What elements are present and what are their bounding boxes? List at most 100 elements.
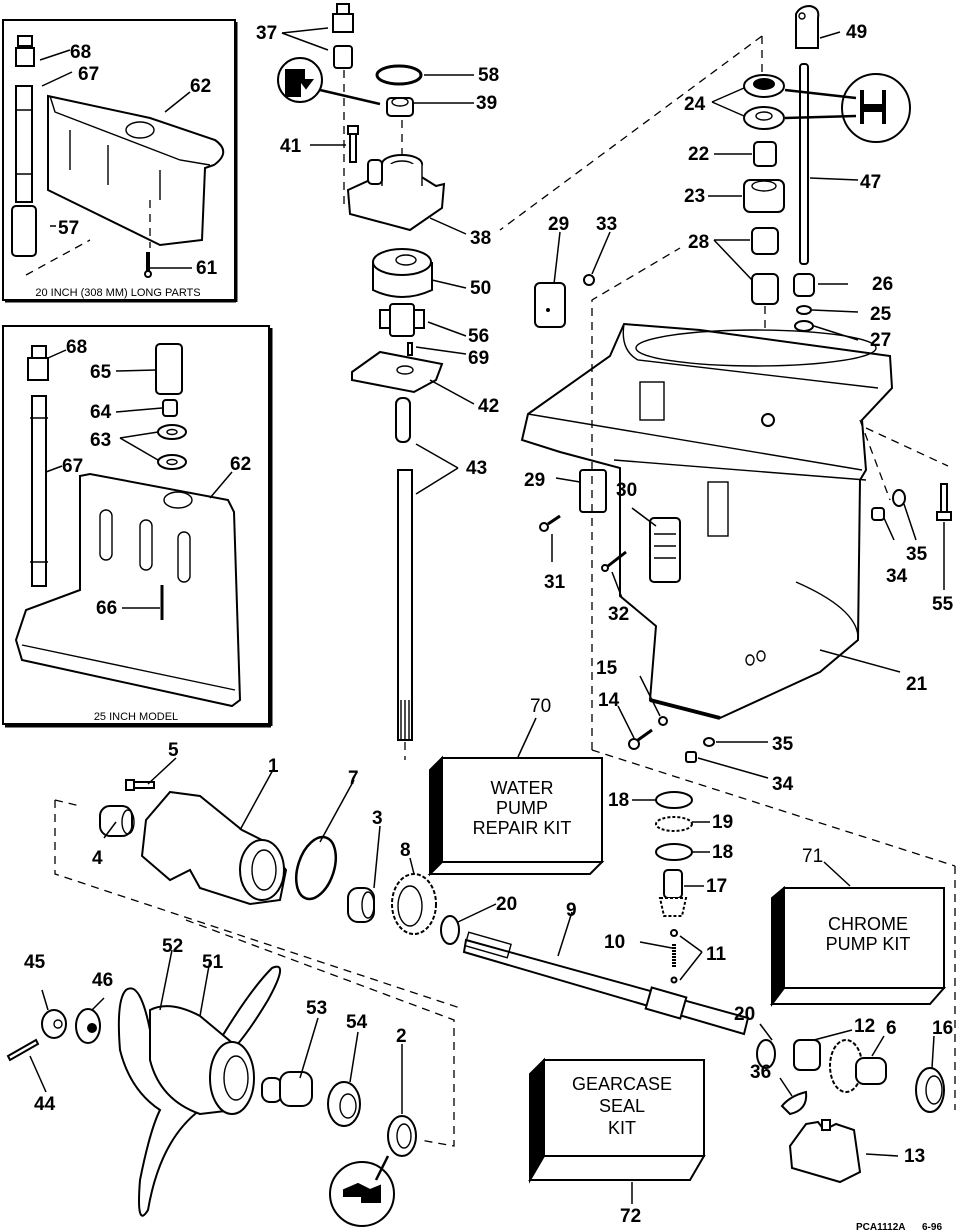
callout-37: 37 [256, 23, 277, 44]
part-54-thrust-washer [327, 1081, 361, 1127]
callout-10: 10 [604, 932, 625, 953]
callout-55: 55 [932, 594, 954, 615]
part-55-bolt [936, 483, 952, 521]
seal-orientation-detail-icon [277, 57, 381, 106]
part-11-ball [670, 929, 678, 937]
callout-9: 9 [566, 900, 577, 921]
callout-41: 41 [280, 136, 302, 157]
part-18-washer [655, 791, 693, 809]
seal-lip-detail-icon [784, 73, 911, 143]
callout-20: 20 [496, 894, 517, 915]
drawing-date: 6-96 [922, 1222, 942, 1232]
callout-38: 38 [470, 228, 491, 249]
part-15-washer [658, 716, 668, 726]
part-26-bushing [793, 273, 815, 297]
callout-35: 35 [906, 544, 928, 565]
callout-68: 68 [70, 42, 91, 63]
part-41-bolt [347, 125, 359, 163]
part-27-grommet [794, 320, 814, 332]
part-39-seal [386, 97, 414, 117]
kit-72-gearcase-seal: 72 GEARCASE SEAL KIT [528, 1057, 706, 1227]
part-68-fitting [15, 35, 35, 67]
part-28-bearing-lower [751, 273, 779, 305]
part-47-shift-rod [799, 63, 809, 265]
part-29-anode-lower [579, 469, 607, 513]
part-28-bearing-upper [751, 227, 779, 255]
seal-orientation-detail-icon [329, 1155, 395, 1227]
callout-13: 13 [904, 1146, 925, 1167]
callout-58: 58 [478, 65, 499, 86]
part-34-plug-lower [685, 751, 697, 763]
callout-49: 49 [846, 22, 867, 43]
callout-35: 35 [772, 734, 794, 755]
part-21-gearcase-housing [520, 322, 894, 720]
callout-8: 8 [400, 840, 411, 861]
callout-46: 46 [92, 970, 113, 991]
callout-27: 27 [870, 330, 891, 351]
part-56-impeller [379, 303, 425, 337]
kit-label-line: KIT [608, 1118, 636, 1138]
part-51-propeller [117, 965, 281, 1217]
callout-72: 72 [620, 1206, 641, 1227]
part-7-o-ring [294, 835, 338, 901]
water-pump-assembly: 37 58 39 41 38 50 56 69 42 43 [256, 3, 499, 760]
part-67-water-tube [15, 85, 33, 203]
callout-21: 21 [906, 674, 928, 695]
part-24-seals [743, 74, 785, 130]
callout-51: 51 [202, 952, 224, 973]
part-68-fitting [27, 345, 49, 381]
callout-62: 62 [230, 454, 251, 475]
callout-70: 70 [530, 696, 551, 717]
callout-30: 30 [616, 480, 637, 501]
part-33-washer [583, 274, 595, 286]
callout-11: 11 [706, 944, 727, 965]
callout-42: 42 [478, 396, 499, 417]
kit-label-line: PUMP KIT [826, 934, 911, 954]
callout-18: 18 [608, 790, 629, 811]
part-36-retainer [780, 1090, 808, 1116]
part-43-driveshaft [395, 397, 413, 741]
part-20-washer [440, 915, 460, 945]
part-31-screw [539, 514, 561, 532]
callout-65: 65 [90, 362, 112, 383]
callout-67: 67 [62, 456, 83, 477]
callout-16: 16 [932, 1018, 953, 1039]
callout-50: 50 [470, 278, 491, 299]
part-67-water-tube [30, 395, 48, 587]
callout-47: 47 [860, 172, 881, 193]
kit-label-line: GEARCASE [572, 1074, 672, 1094]
part-18-washer [655, 843, 693, 861]
callout-56: 56 [468, 326, 489, 347]
callout-34: 34 [886, 566, 908, 587]
callout-33: 33 [596, 214, 617, 235]
callout-31: 31 [544, 572, 566, 593]
part-1-bearing-housing [140, 790, 288, 906]
part-38-pump-housing [346, 154, 446, 232]
part-22-bearing [753, 141, 777, 167]
callout-12: 12 [854, 1016, 875, 1037]
part-8-forward-gear [391, 873, 437, 935]
part-19-thrust-bearing [655, 816, 693, 832]
callout-67: 67 [78, 64, 99, 85]
callout-25: 25 [870, 304, 892, 325]
callout-52: 52 [162, 936, 183, 957]
part-64-grommet [162, 399, 178, 417]
propeller-group: 44 45 46 52 51 53 54 2 [6, 919, 455, 1227]
part-35-washer [892, 489, 906, 507]
part-13-shifter-cradle [788, 1119, 862, 1184]
kit-label-line: PUMP [496, 798, 548, 818]
part-9-propeller-shaft [462, 931, 750, 1036]
callout-66: 66 [96, 598, 117, 619]
inset-caption: 20 INCH (308 MM) LONG PARTS [35, 287, 200, 299]
inset-20-inch-long-parts: 68 67 62 57 61 20 INCH (308 MM) LONG PAR… [2, 19, 238, 303]
part-23-bushing [743, 179, 785, 213]
part-3-bearing [347, 887, 375, 923]
part-6-reverse-gear [829, 1039, 887, 1093]
callout-64: 64 [90, 402, 112, 423]
part-14-screw [628, 728, 653, 750]
part-25-washer [796, 305, 812, 315]
part-50-impeller-cup [372, 248, 433, 298]
part-35-washer-lower [703, 737, 715, 747]
part-12-clutch-dog [793, 1039, 821, 1071]
part-30-water-screen [649, 517, 681, 583]
